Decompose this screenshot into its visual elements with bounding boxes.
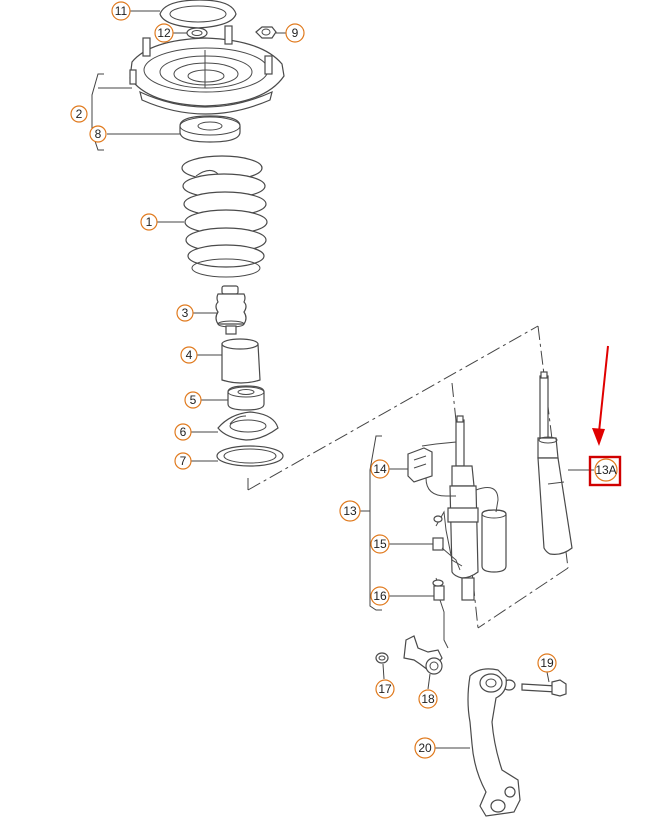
leader-lines [91,10,594,749]
svg-text:17: 17 [378,682,392,696]
callout-9: 9 [285,23,305,43]
svg-text:4: 4 [186,348,193,362]
svg-text:7: 7 [180,454,187,468]
lower-spring-plate-part [217,411,279,441]
spring-seat-part [179,115,241,143]
svg-text:8: 8 [95,127,102,141]
retaining-clip-part [432,510,463,571]
svg-text:9: 9 [292,26,299,40]
callout-2: 2 [70,105,88,123]
callout-11: 11 [111,1,131,21]
bump-stop-part [215,285,247,335]
callout-6: 6 [174,423,192,441]
electrical-connector-part [407,420,457,483]
svg-text:2: 2 [76,107,83,121]
callout-15: 15 [370,534,390,554]
callout-14: 14 [370,459,390,479]
flange-nut-part [375,652,389,664]
lower-seal-part [216,445,284,467]
callout-5: 5 [184,391,202,409]
callout-18: 18 [418,689,438,709]
shock-absorber-part [537,371,573,555]
assembly-outline [247,325,569,629]
svg-text:20: 20 [418,741,432,755]
hex-nut-part [255,26,277,39]
svg-text:14: 14 [373,462,387,476]
top-cap-part [159,0,237,29]
svg-text:1: 1 [146,215,153,229]
fork-part [467,668,521,817]
callout-7: 7 [174,452,192,470]
svg-text:3: 3 [182,306,189,320]
svg-text:15: 15 [373,537,387,551]
callout-17: 17 [375,679,395,699]
callout-12: 12 [154,23,174,43]
sensor-line-part [432,577,449,649]
svg-text:11: 11 [115,4,128,18]
svg-text:16: 16 [373,589,387,603]
arrow-down-left-icon [592,345,609,446]
callout-19: 19 [537,653,557,673]
callout-20: 20 [414,737,436,759]
callout-13a: 13A [594,458,618,482]
callout-4: 4 [180,346,198,364]
callout-3: 3 [176,304,194,322]
rectangle-highlight-icon [588,455,622,487]
strut-assembly-part [425,382,507,629]
svg-text:6: 6 [180,425,187,439]
svg-text:12: 12 [157,26,171,40]
callout-13: 13 [339,500,361,522]
coil-spring-part [181,155,268,278]
protective-tube-part [221,338,261,384]
svg-text:18: 18 [421,692,435,706]
svg-text:13A: 13A [595,463,616,477]
callout-16: 16 [370,586,390,606]
svg-text:19: 19 [540,656,554,670]
callout-1: 1 [140,213,158,231]
hex-bolt-part [502,679,567,697]
self-locking-nut-part [186,27,208,39]
svg-text:5: 5 [190,393,197,407]
strut-mount-part [129,25,285,115]
svg-text:13: 13 [343,504,357,518]
bearing-ring-part [227,385,265,411]
callout-8: 8 [89,125,107,143]
bracket-bush-part [403,635,443,675]
